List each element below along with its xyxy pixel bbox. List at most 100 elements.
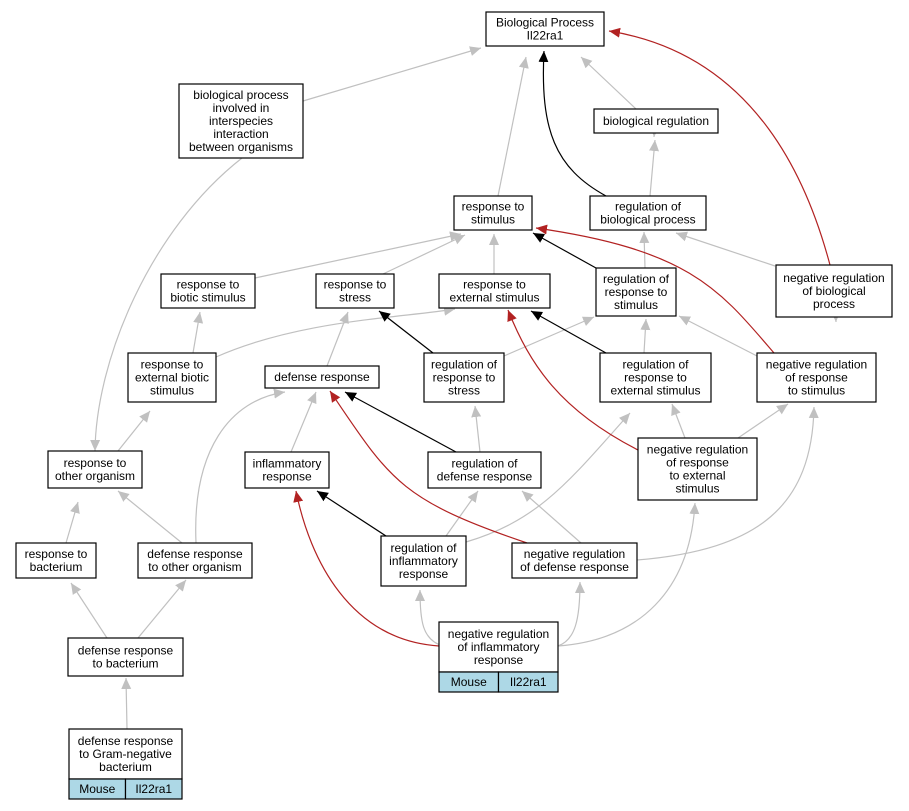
node-label-line: of response (666, 456, 729, 470)
node-label-line: response to (463, 278, 526, 292)
negatively-regulates-edge (608, 27, 831, 266)
is-a-edge (195, 388, 286, 544)
is-a-edge (737, 403, 789, 439)
is-a-edge (649, 139, 660, 197)
node-label-line: Il22ra1 (527, 29, 564, 43)
species-tag-label: Mouse (451, 675, 487, 689)
node-label-line: stimulus (675, 482, 719, 496)
negatively-regulates-edge (535, 224, 775, 354)
node-box (637, 437, 758, 501)
is-a-edge (497, 56, 529, 197)
node-label-line: defense response (78, 734, 174, 748)
is-a-edge (415, 589, 444, 647)
is-a-edge (639, 231, 650, 269)
node-box (137, 542, 253, 579)
node-label-line: response to (177, 278, 240, 292)
negatively-regulates-edge (507, 309, 639, 451)
node-label-line: stress (448, 384, 480, 398)
negatively-regulates-edge (329, 390, 528, 544)
node-box (599, 352, 712, 403)
node-label-line: stimulus (150, 384, 194, 398)
node-label-line: inflammatory (253, 457, 322, 471)
node-label-line: negative regulation (783, 271, 884, 285)
node-box (264, 365, 380, 389)
is-a-edge (382, 234, 466, 275)
species-tag-label: Mouse (79, 782, 115, 796)
gene-tag-cell (497, 671, 559, 693)
node-label-line: inflammatory (389, 554, 458, 568)
negatively-regulates-edge (293, 490, 440, 647)
node-label-line: of biological (802, 284, 865, 298)
node-label-line: negative regulation (448, 627, 549, 641)
is-a-edge (117, 490, 183, 544)
node-label-line: response to (324, 278, 387, 292)
node-label-line: stimulus (471, 213, 515, 227)
is-a-edge (671, 403, 686, 439)
node-label-line: external biotic (135, 371, 209, 385)
is-a-edge (215, 305, 456, 358)
node-box (589, 195, 707, 231)
is-a-edge (445, 490, 479, 537)
node-box (423, 352, 505, 403)
node-box (438, 273, 551, 309)
node-box (756, 352, 877, 403)
node-label-line: involved in (213, 101, 270, 115)
is-a-edge (121, 677, 132, 730)
is-a-edge (326, 311, 349, 367)
node-box (47, 450, 143, 489)
node-label-line: response (474, 653, 524, 667)
node-box (127, 352, 217, 403)
node-box (485, 11, 605, 47)
node-label-line: of defense response (520, 560, 629, 574)
is-a-edge (580, 56, 637, 110)
regulates-edge (316, 490, 387, 537)
node-label-line: biological process (193, 88, 288, 102)
is-a-edge (70, 582, 108, 639)
node-box (380, 535, 467, 587)
node-label-line: defense response (78, 644, 174, 658)
node-box (775, 264, 893, 318)
go-term-node-defresp[interactable]: defense response (264, 365, 380, 389)
is-a-edge (678, 315, 758, 357)
node-box (67, 637, 184, 677)
node-label-line: to stimulus (788, 384, 845, 398)
is-a-edge (302, 46, 482, 102)
go-term-node-bioreg[interactable]: biological regulation (593, 108, 719, 134)
node-label-line: interaction (213, 127, 268, 141)
node-label-line: regulation of (431, 358, 498, 372)
regulates-edge (344, 391, 457, 453)
node-label-line: other organism (55, 469, 135, 483)
node-box (68, 728, 183, 780)
node-label-line: response (262, 470, 312, 484)
node-label-line: response to (605, 285, 668, 299)
node-box (160, 273, 256, 309)
node-label-line: stimulus (614, 298, 658, 312)
node-label-line: external stimulus (449, 291, 539, 305)
